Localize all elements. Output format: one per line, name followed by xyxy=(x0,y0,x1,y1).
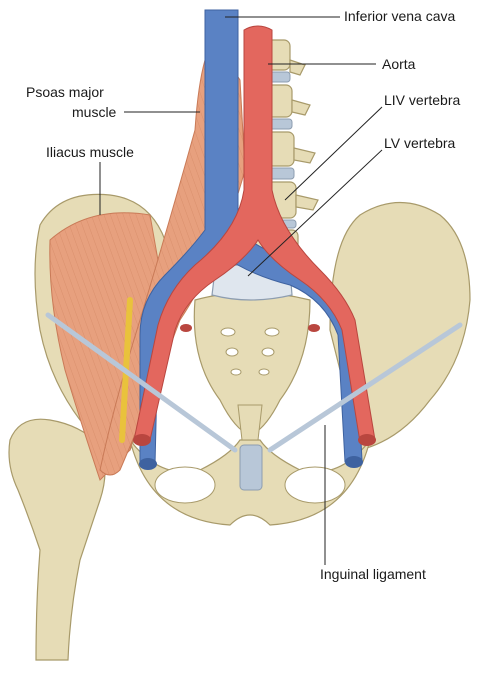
coccyx xyxy=(237,404,263,441)
label-inguinal-ligament: Inguinal ligament xyxy=(320,566,426,582)
pubic-symphysis xyxy=(239,444,263,491)
label-aorta: Aorta xyxy=(382,56,416,72)
femur xyxy=(8,418,106,661)
right-inguinal-ligament xyxy=(267,322,463,453)
right-obturator-foramen xyxy=(284,466,346,504)
label-liv-vertebra: LIV vertebra xyxy=(384,92,461,108)
leader-liv xyxy=(284,106,383,201)
label-inferior-vena-cava: Inferior vena cava xyxy=(344,8,456,24)
label-lv-vertebra: LV vertebra xyxy=(384,135,456,151)
left-inguinal-ligament xyxy=(45,312,238,453)
label-psoas-major-line2: muscle xyxy=(72,104,117,120)
leader-lines xyxy=(99,16,383,565)
label-psoas-major-line1: Psoas major xyxy=(26,84,104,100)
leader-lv xyxy=(247,149,383,277)
aorta xyxy=(133,25,376,443)
label-iliacus-muscle: Iliacus muscle xyxy=(46,144,134,160)
left-obturator-foramen xyxy=(154,466,216,504)
